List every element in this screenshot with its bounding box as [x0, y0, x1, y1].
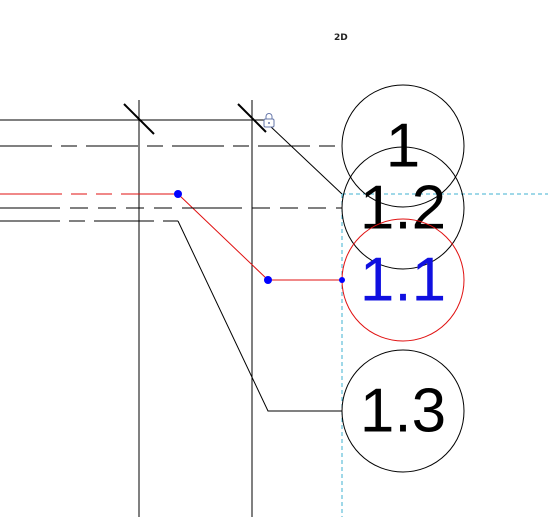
lock-icon[interactable] — [263, 113, 275, 128]
grid-bubble-1-1[interactable]: 1.1 — [341, 218, 465, 342]
grid-line-1-3-elbow[interactable] — [177, 220, 342, 412]
grid-line-1-2-leader[interactable] — [269, 125, 343, 195]
grid-bubble-label[interactable]: 1 — [386, 112, 420, 181]
grid-bubble-label[interactable]: 1.1 — [360, 246, 446, 315]
tick-mark-left — [123, 103, 155, 135]
grid-bubble-1[interactable]: 1 — [341, 84, 465, 208]
drag-grip-icon[interactable] — [339, 277, 345, 283]
tick-mark-right — [237, 103, 267, 133]
grid-bubble-1-3[interactable]: 1.3 — [341, 349, 465, 473]
grid-bubble-label[interactable]: 1.2 — [360, 174, 446, 243]
grid-bubble-label[interactable]: 1.3 — [360, 377, 446, 446]
drag-grip-icon[interactable] — [264, 276, 272, 284]
view-2d-label[interactable]: 2D — [334, 33, 348, 43]
drag-grip-icon[interactable] — [174, 190, 182, 198]
grid-line-1-1-elbow[interactable] — [177, 193, 342, 281]
grid-bubble-1-2[interactable]: 1.2 — [341, 146, 465, 270]
